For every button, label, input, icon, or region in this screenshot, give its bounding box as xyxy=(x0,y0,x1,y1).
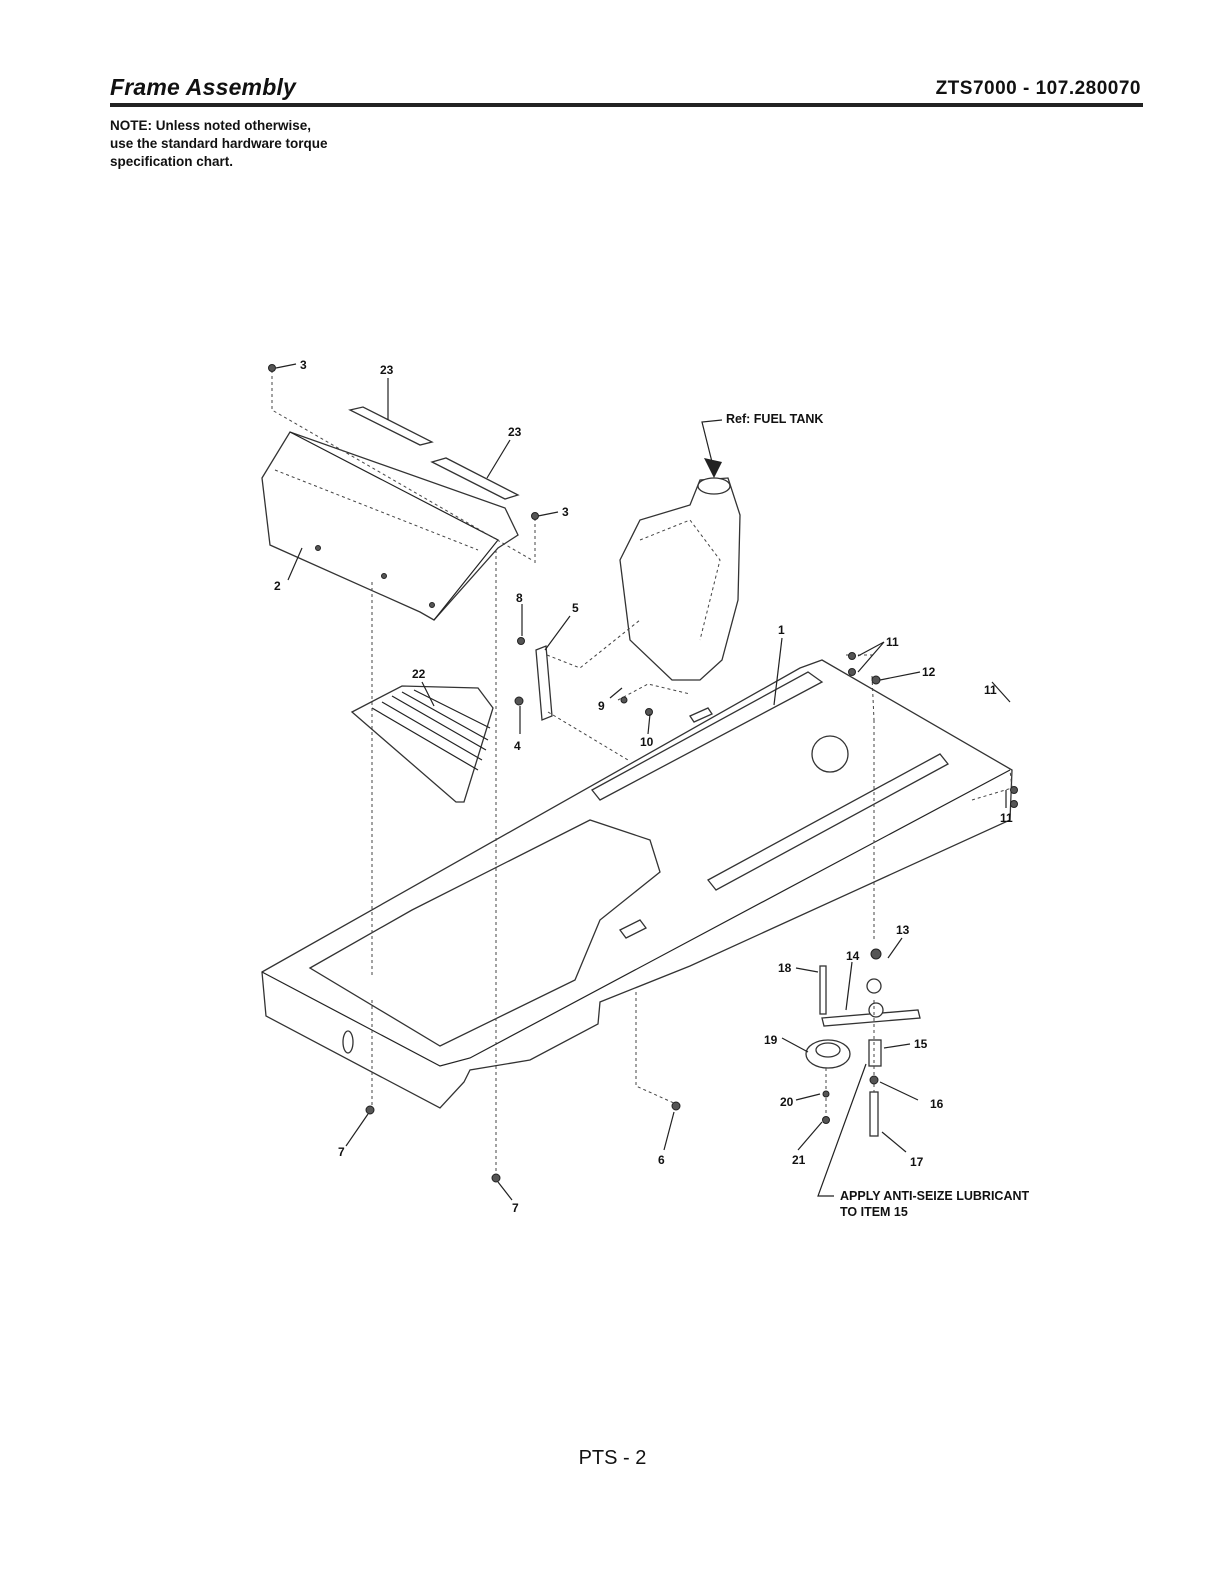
floor-mat-part xyxy=(352,686,493,802)
callout-11-right: 11 xyxy=(984,683,997,697)
callout-16: 16 xyxy=(930,1097,944,1111)
shoulder-bolt-part xyxy=(820,966,826,1014)
callout-9: 9 xyxy=(598,699,605,713)
callout-12: 12 xyxy=(922,665,936,679)
callout-10: 10 xyxy=(640,735,654,749)
anti-seize-instruction-line2: TO ITEM 15 xyxy=(840,1205,908,1219)
callout-21: 21 xyxy=(792,1153,806,1167)
bracket-part xyxy=(536,646,552,720)
fuel-tank-part xyxy=(620,478,740,680)
callout-23-lower: 23 xyxy=(508,425,522,439)
callout-14: 14 xyxy=(846,949,860,963)
callout-6: 6 xyxy=(658,1153,665,1167)
strip-part-upper xyxy=(350,407,432,445)
bolt-part xyxy=(870,1092,878,1136)
callout-1: 1 xyxy=(778,623,785,637)
anti-seize-instruction-line1: APPLY ANTI-SEIZE LUBRICANT xyxy=(840,1189,1030,1203)
callout-23-upper: 23 xyxy=(380,363,394,377)
pulley-part xyxy=(806,1040,850,1068)
callout-3-top: 3 xyxy=(300,358,307,372)
callout-2: 2 xyxy=(274,579,281,593)
callout-7-left: 7 xyxy=(338,1145,345,1159)
callout-15: 15 xyxy=(914,1037,928,1051)
callout-18: 18 xyxy=(778,961,792,975)
page-number: PTS - 2 xyxy=(0,1447,1225,1470)
callout-3-right: 3 xyxy=(562,505,569,519)
callout-8: 8 xyxy=(516,591,523,605)
seat-cover-part xyxy=(262,432,518,620)
spacer-part xyxy=(869,1040,881,1066)
callout-11-bottom: 11 xyxy=(1000,811,1013,825)
callout-17: 17 xyxy=(910,1155,924,1169)
callout-20: 20 xyxy=(780,1095,794,1109)
callout-22: 22 xyxy=(412,667,426,681)
fuel-tank-reference-label: Ref: FUEL TANK xyxy=(726,412,823,426)
callout-4: 4 xyxy=(514,739,521,753)
callout-7-bottom: 7 xyxy=(512,1201,519,1215)
callout-13: 13 xyxy=(896,923,910,937)
callout-5: 5 xyxy=(572,601,579,615)
callout-11-top: 11 xyxy=(886,635,899,649)
callout-19: 19 xyxy=(764,1033,778,1047)
idler-arm-part xyxy=(822,979,920,1026)
